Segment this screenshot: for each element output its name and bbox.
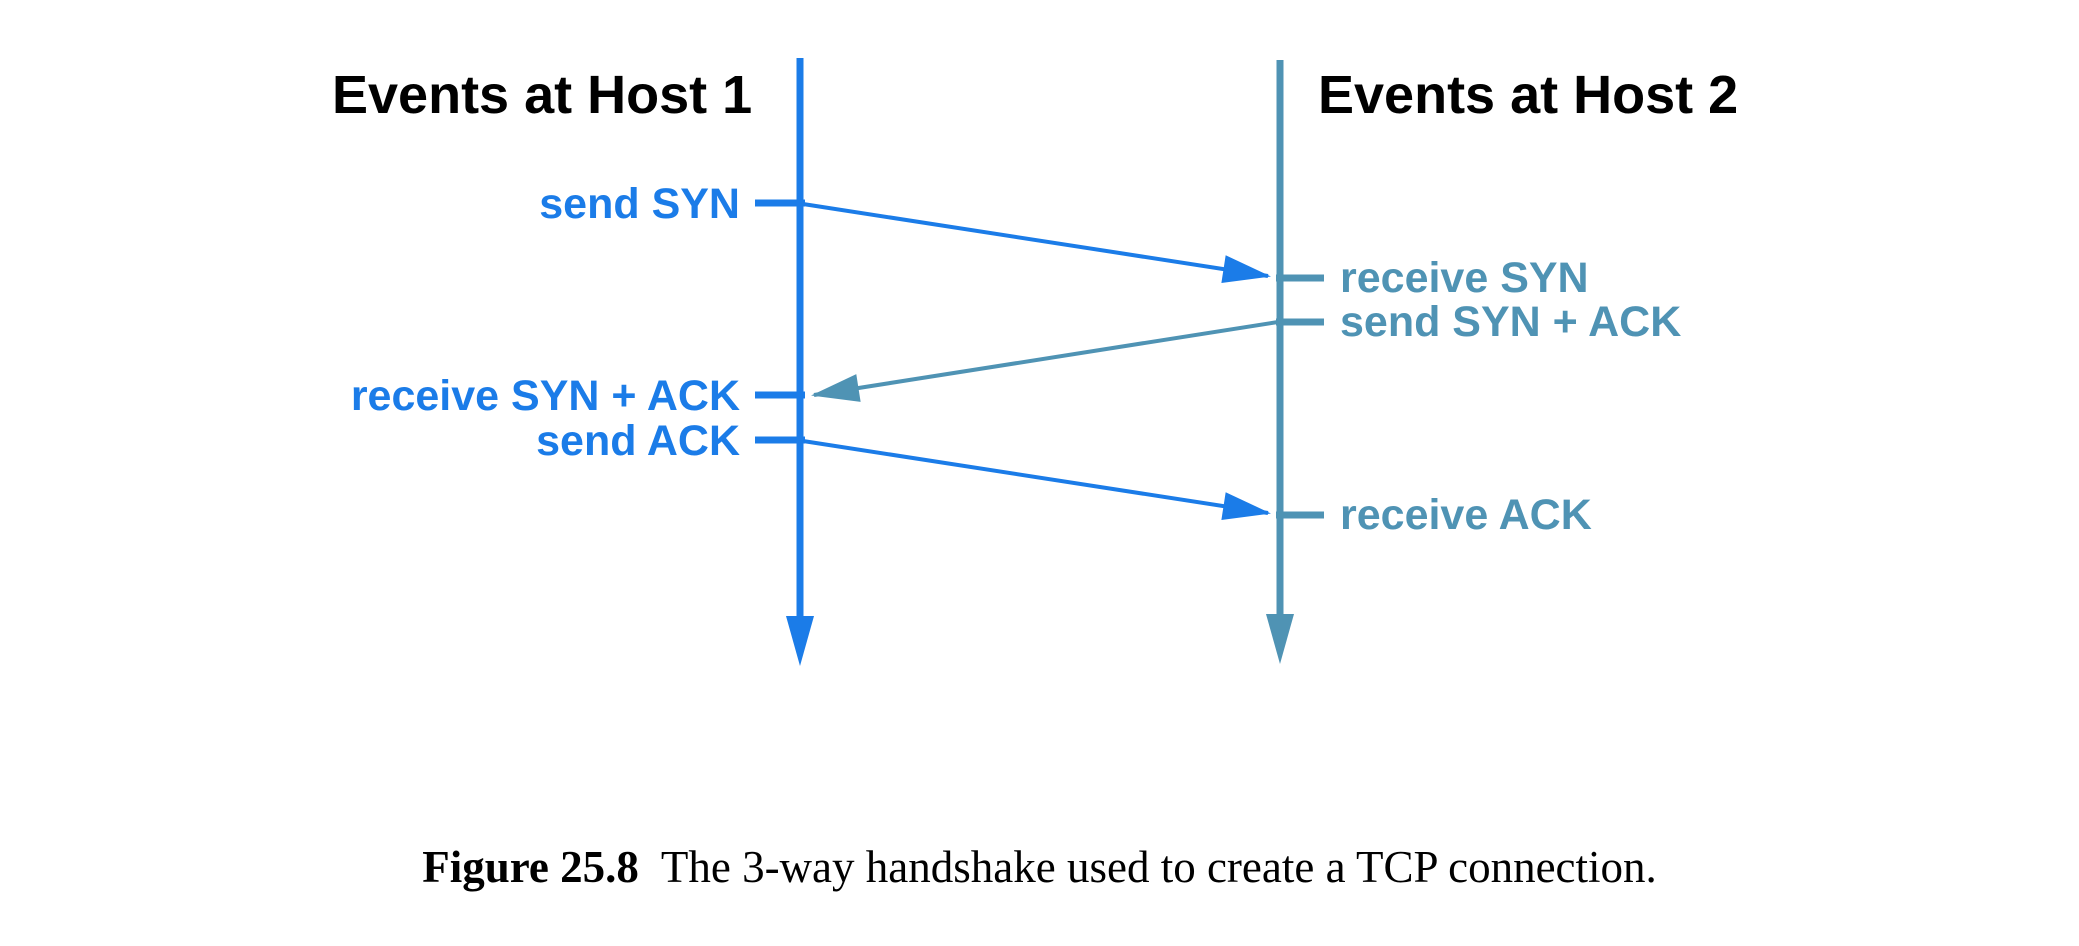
figure-caption: Figure 25.8 The 3-way handshake used to c… — [0, 842, 2079, 894]
figure-caption-number: Figure 25.8 — [422, 842, 639, 892]
host1-label-send-ack: send ACK — [536, 417, 740, 465]
host2-label-receive-syn: receive SYN — [1340, 254, 1589, 302]
host2-label-receive-ack: receive ACK — [1340, 491, 1592, 539]
host2-title: Events at Host 2 — [1318, 65, 1738, 125]
host1-label-receive-syn-ack: receive SYN + ACK — [351, 372, 740, 420]
host1-timeline-arrowhead-icon — [786, 616, 814, 666]
message-arrow-ack — [802, 439, 1271, 520]
host1-label-send-syn: send SYN — [539, 180, 740, 228]
host2-timeline-arrowhead-icon — [1266, 614, 1294, 664]
figure-caption-text: The 3-way handshake used to create a TCP… — [660, 842, 1657, 892]
host2-label-send-syn-ack: send SYN + ACK — [1340, 298, 1681, 346]
message-arrow-syn — [802, 202, 1271, 283]
host1-title: Events at Host 1 — [332, 65, 752, 125]
message-arrow-syn-ack — [811, 320, 1279, 402]
